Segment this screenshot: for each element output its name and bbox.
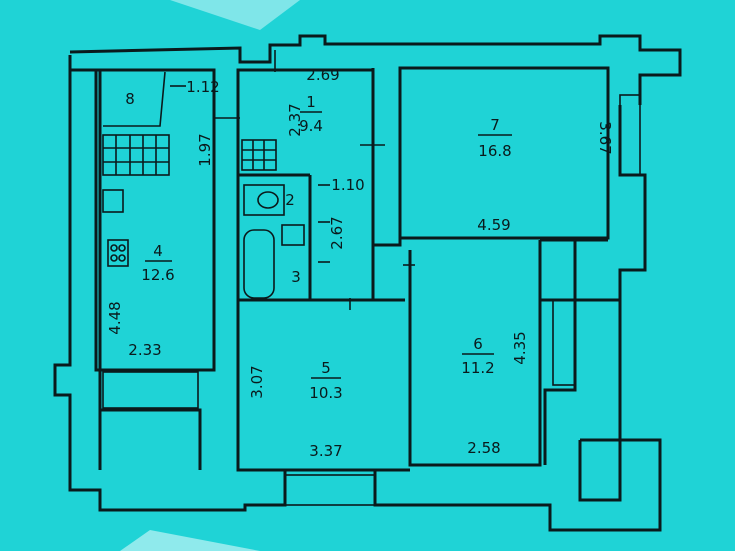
room-5-area: 10.3: [309, 384, 342, 402]
room-7-number: 7: [490, 116, 500, 134]
windows: [102, 94, 641, 506]
dim-1-10: 1.10: [331, 176, 364, 194]
kitchen-tiles: [102, 134, 170, 176]
room-1-area: 9.4: [299, 117, 323, 135]
dim-3-37: 3.37: [309, 442, 342, 460]
room-3-number: 3: [291, 268, 301, 286]
dim-1-97: 1.97: [196, 133, 214, 166]
room-2-number: 2: [285, 191, 295, 209]
room-8-partition: [103, 71, 166, 127]
inner-walls: [94, 66, 640, 502]
room-6-number: 6: [473, 335, 483, 353]
toilet-icon: [243, 184, 285, 216]
hall-tiles: [241, 139, 277, 171]
room-4-number: 4: [153, 242, 163, 260]
bathtub-icon: [243, 224, 305, 299]
room-7-area: 16.8: [478, 142, 511, 160]
dim-2-58: 2.58: [467, 439, 500, 457]
paper-fold: [120, 530, 260, 551]
dim-3-67: 3.67: [596, 121, 614, 154]
stove-icon: [107, 239, 129, 267]
room-6-area: 11.2: [461, 359, 494, 377]
dim-4-48: 4.48: [106, 301, 124, 334]
dim-2-67: 2.67: [328, 216, 346, 249]
room-1-number: 1: [306, 93, 316, 111]
dim-3-07: 3.07: [248, 365, 266, 398]
dim-2-37: 2.37: [286, 103, 304, 136]
dim-1-12: 1.12: [186, 78, 219, 96]
room-4-area: 12.6: [141, 266, 174, 284]
dim-2-69: 2.69: [306, 66, 339, 84]
dim-2-33: 2.33: [128, 341, 161, 359]
dim-4-59: 4.59: [477, 216, 510, 234]
sink-icon: [102, 189, 124, 213]
dim-4-35: 4.35: [511, 331, 529, 364]
paper-corner: [170, 0, 300, 30]
room-5-number: 5: [321, 359, 331, 377]
tick-marks: [170, 50, 415, 310]
room-8-number: 8: [125, 90, 135, 108]
